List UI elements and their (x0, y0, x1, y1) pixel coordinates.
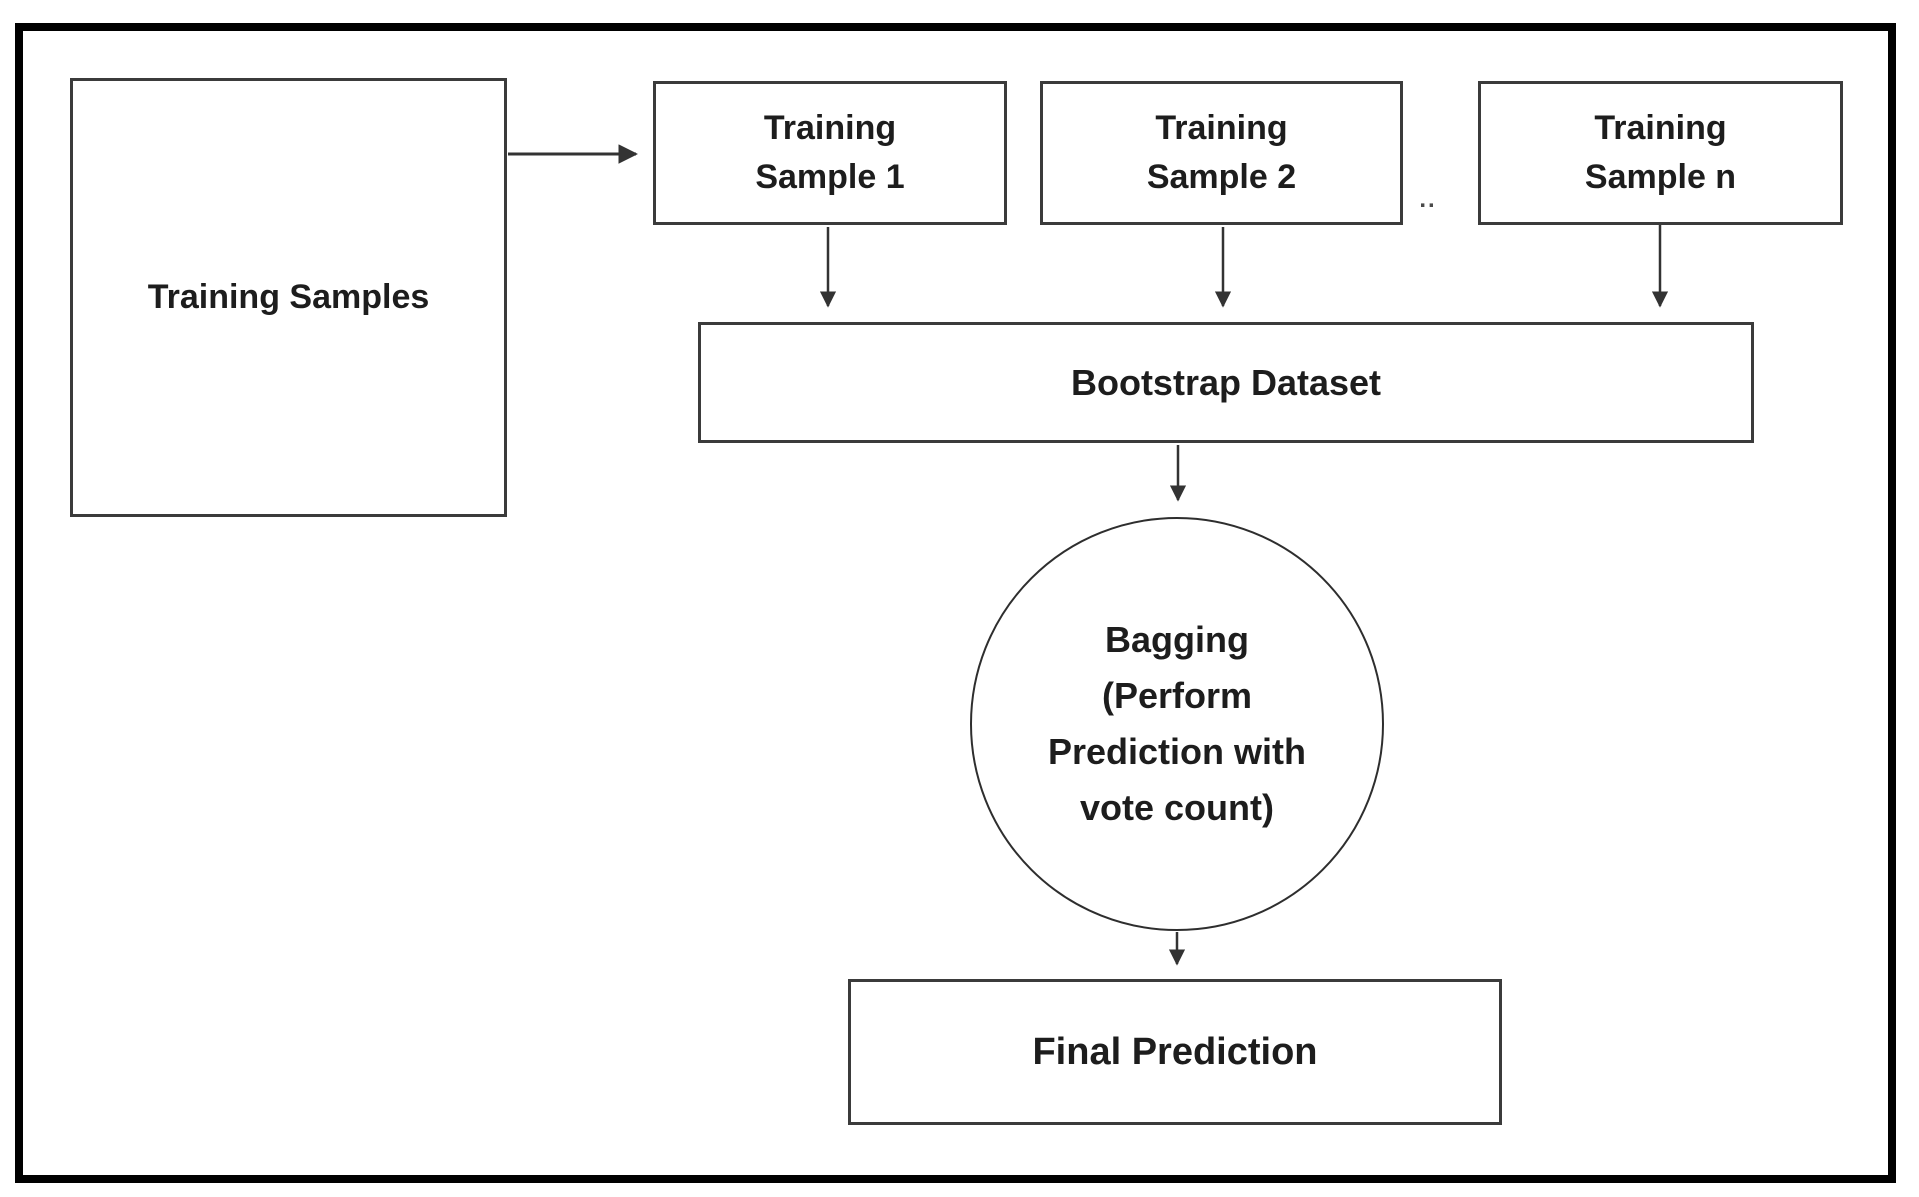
final-prediction-node: Final Prediction (848, 979, 1502, 1125)
training-sample-n-label: Training Sample n (1584, 109, 1737, 196)
training-sample-1-label: Training Sample 1 (755, 109, 905, 196)
diagram-outer-frame (15, 23, 1896, 1183)
bagging-label: Bagging (Perform Prediction with vote co… (1047, 619, 1306, 828)
bagging-node: Bagging (Perform Prediction with vote co… (970, 517, 1384, 931)
training-samples-node: Training Samples (70, 78, 507, 517)
ellipsis-between-samples: .. (1419, 186, 1437, 213)
training-samples-label: Training Samples (147, 278, 430, 316)
training-sample-2-node: Training Sample 2 (1040, 81, 1403, 225)
bootstrap-dataset-node: Bootstrap Dataset (698, 322, 1754, 443)
bootstrap-dataset-label: Bootstrap Dataset (1070, 361, 1382, 403)
training-sample-n-node: Training Sample n (1478, 81, 1843, 225)
training-sample-1-node: Training Sample 1 (653, 81, 1007, 225)
final-prediction-label: Final Prediction (1032, 1030, 1318, 1073)
training-sample-2-label: Training Sample 2 (1146, 109, 1297, 196)
